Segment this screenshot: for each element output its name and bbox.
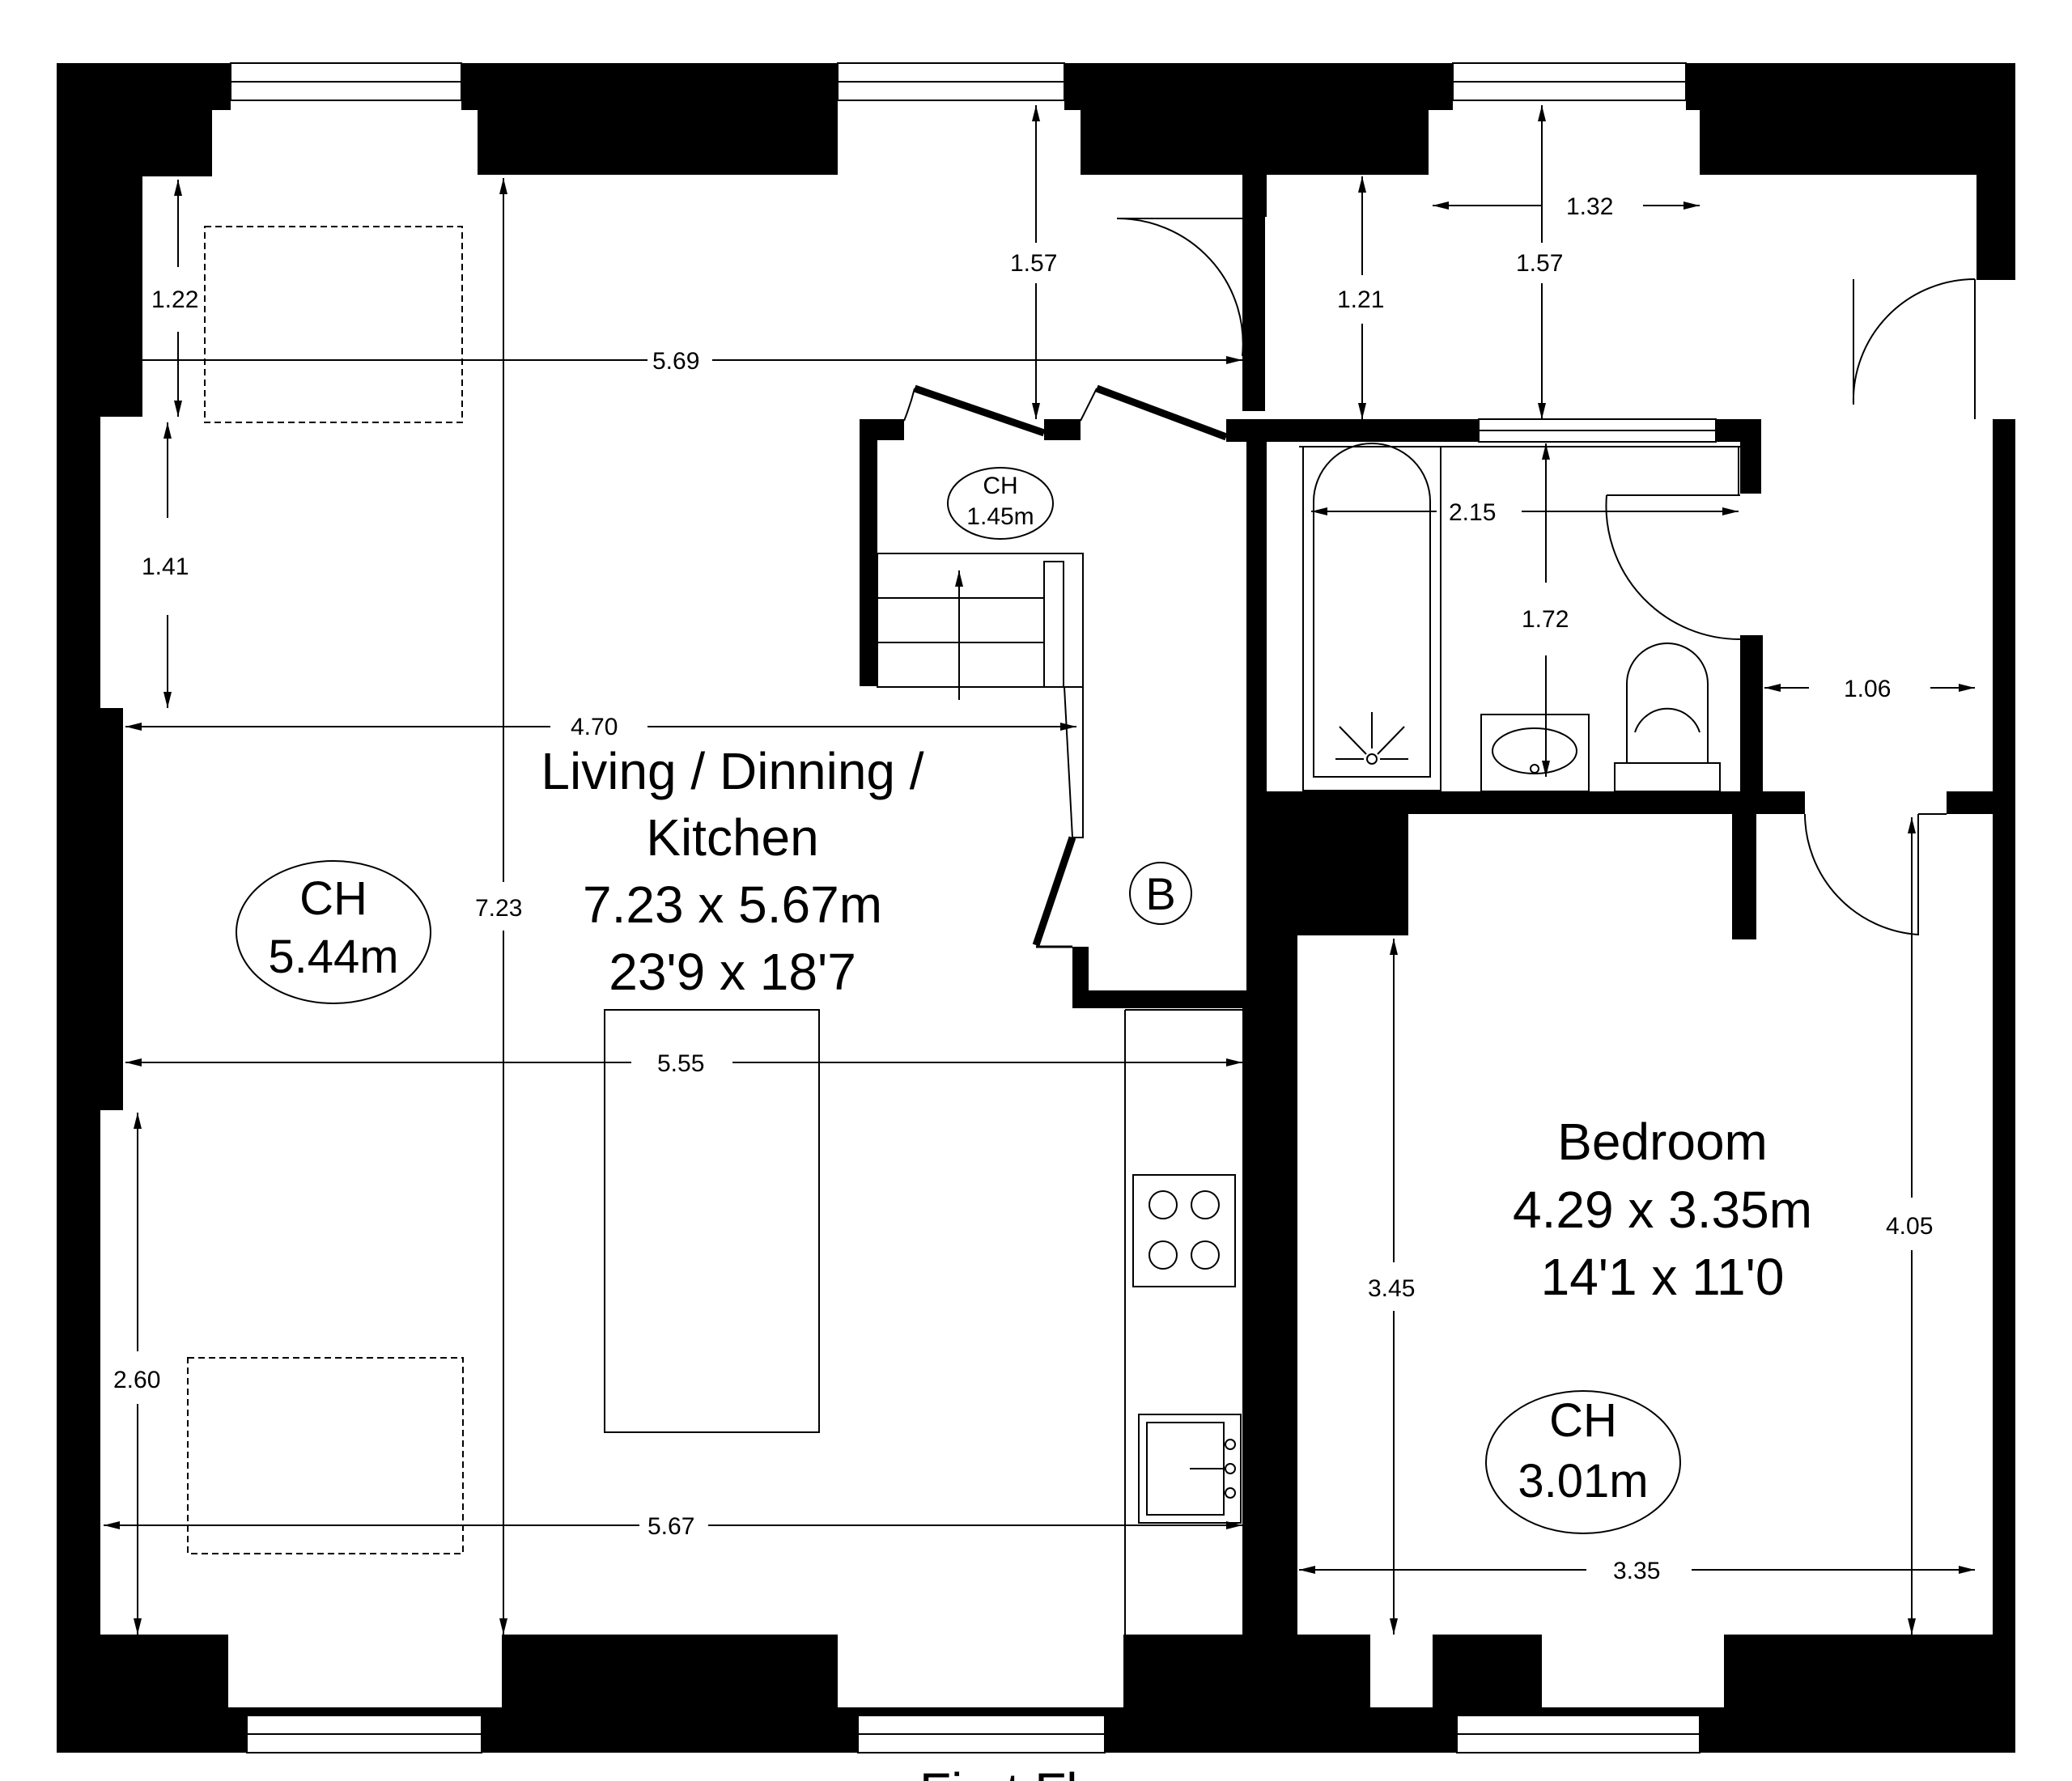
living-size-metric: 7.23 x 5.67m bbox=[583, 876, 882, 934]
dim-1-57-hall: 1.57 bbox=[1516, 250, 1563, 277]
dim-1-22: 1.22 bbox=[151, 286, 198, 313]
basin-icon bbox=[1480, 714, 1590, 792]
ch-stair-value: 1.45m bbox=[966, 503, 1034, 530]
living-name-line1: Living / Dinning / bbox=[541, 742, 923, 800]
dim-1-41: 1.41 bbox=[142, 553, 189, 580]
skylight-top bbox=[204, 226, 463, 423]
dim-5-69: 5.69 bbox=[652, 348, 699, 375]
dimension-labels: 1.22 5.69 1.57 1.21 1.57 1.32 1.41 2.15 … bbox=[113, 193, 1933, 1584]
living-name-line2: Kitchen bbox=[646, 808, 818, 867]
fixtures bbox=[187, 226, 1740, 1635]
ch-stair-label: CH bbox=[983, 473, 1017, 499]
bedroom-name: Bedroom bbox=[1557, 1113, 1768, 1171]
bathtub-icon bbox=[1302, 443, 1441, 791]
bedroom-size-imperial: 14'1 x 11'0 bbox=[1541, 1248, 1785, 1306]
ceiling-heights: CH 5.44m CH 1.45m CH 3.01m bbox=[236, 467, 1681, 1534]
dim-5-67: 5.67 bbox=[648, 1513, 694, 1540]
kitchen-sink-icon bbox=[1138, 1414, 1242, 1524]
hob-icon bbox=[1132, 1174, 1236, 1287]
stairs bbox=[877, 553, 1084, 838]
dim-3-35: 3.35 bbox=[1613, 1558, 1660, 1584]
boiler-symbol bbox=[1129, 862, 1192, 925]
toilet-icon bbox=[1614, 642, 1721, 792]
doors bbox=[903, 217, 1976, 948]
dim-3-45: 3.45 bbox=[1368, 1275, 1415, 1302]
dim-1-06: 1.06 bbox=[1844, 676, 1891, 702]
dim-2-60: 2.60 bbox=[113, 1367, 160, 1393]
bedroom-size-metric: 4.29 x 3.35m bbox=[1513, 1181, 1812, 1239]
boiler-label: B bbox=[1145, 868, 1175, 919]
dim-1-21: 1.21 bbox=[1337, 286, 1384, 313]
windows bbox=[230, 62, 1717, 1753]
room-labels: Living / Dinning / Kitchen 7.23 x 5.67m … bbox=[541, 742, 1812, 1306]
ch-living-value: 5.44m bbox=[268, 931, 398, 983]
walls bbox=[57, 63, 2015, 1753]
dim-7-23: 7.23 bbox=[475, 895, 522, 922]
dim-1-72: 1.72 bbox=[1522, 606, 1569, 633]
living-size-imperial: 23'9 x 18'7 bbox=[609, 943, 856, 1001]
dim-2-15: 2.15 bbox=[1449, 499, 1496, 526]
ch-bedroom-label: CH bbox=[1549, 1394, 1617, 1447]
skylight-bottom bbox=[187, 1357, 464, 1554]
dim-4-70: 4.70 bbox=[571, 714, 618, 740]
ch-living-label: CH bbox=[299, 872, 367, 925]
floor-label: First Floor bbox=[919, 1762, 1153, 1781]
dim-5-55: 5.55 bbox=[657, 1050, 704, 1077]
ch-bedroom-value: 3.01m bbox=[1518, 1455, 1648, 1507]
dim-4-05: 4.05 bbox=[1886, 1213, 1933, 1240]
ch-oval-bedroom bbox=[1485, 1390, 1681, 1534]
dimension-lines bbox=[104, 105, 1975, 1635]
kitchen-island bbox=[604, 1009, 820, 1433]
ch-oval-living bbox=[236, 860, 431, 1004]
dim-1-57-living: 1.57 bbox=[1010, 250, 1057, 277]
ch-oval-stair bbox=[947, 467, 1054, 540]
dim-1-32: 1.32 bbox=[1566, 193, 1613, 220]
